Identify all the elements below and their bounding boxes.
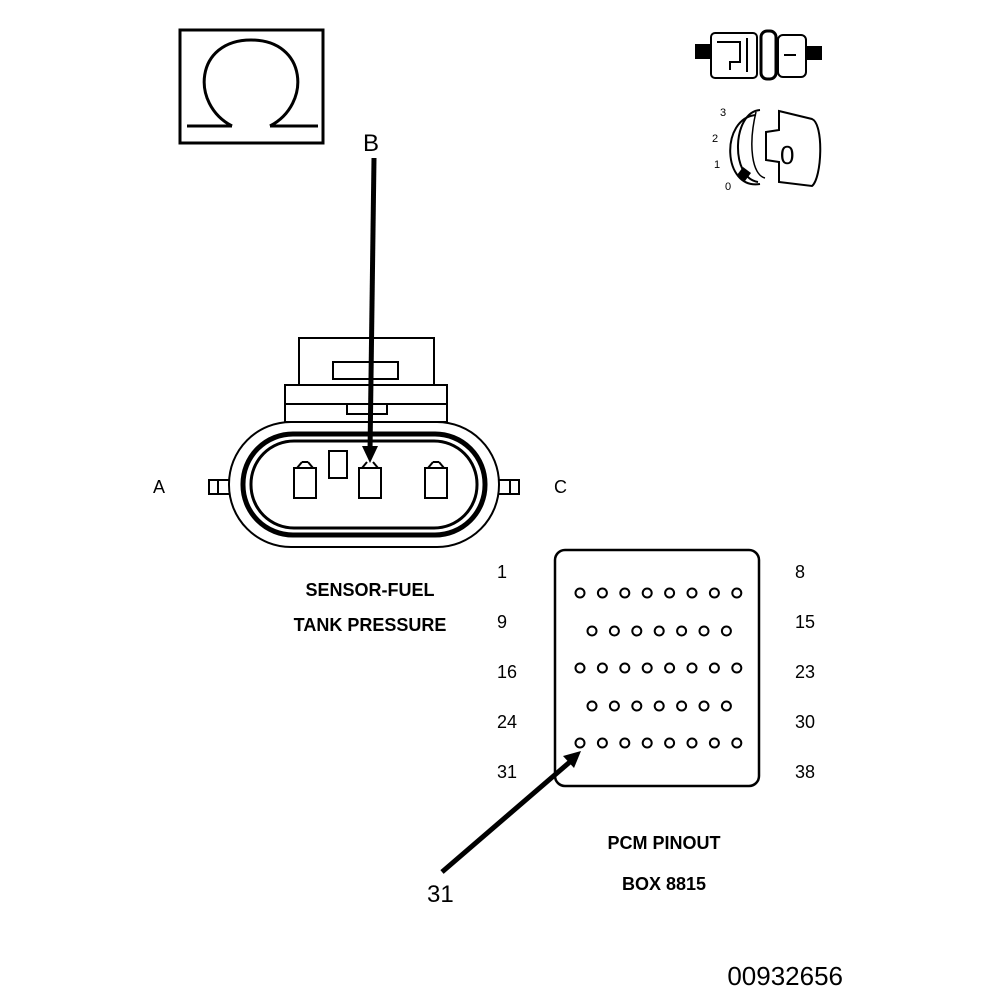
callout-31-arrowhead xyxy=(563,751,581,768)
pcm-pin xyxy=(574,737,586,749)
pcm-pin xyxy=(608,625,620,637)
pcm-pin xyxy=(574,662,586,674)
ignition-key-icon: 3 2 1 0 0 xyxy=(712,107,822,193)
pcm-pin xyxy=(641,662,653,674)
key-position-0: 0 xyxy=(725,181,731,193)
key-label: 0 xyxy=(780,140,794,170)
pcm-pin xyxy=(619,587,631,599)
pcm-pin xyxy=(619,662,631,674)
pcm-pin xyxy=(631,625,643,637)
ohmmeter-icon xyxy=(178,28,325,145)
callout-31-label: 31 xyxy=(427,881,454,908)
pcm-pin-grid xyxy=(574,587,743,749)
pcm-pin xyxy=(698,700,710,712)
pcm-pin xyxy=(731,737,743,749)
pcm-pin xyxy=(676,700,688,712)
pcm-pin xyxy=(664,662,676,674)
pcm-title-line2: BOX 8815 xyxy=(622,874,706,894)
terminal-a-label: A xyxy=(153,477,165,497)
pcm-pin xyxy=(586,625,598,637)
pcm-pin xyxy=(641,587,653,599)
pcm-row-start-label: 16 xyxy=(497,662,517,682)
pcm-row-end-label: 30 xyxy=(795,712,815,732)
terminal-a-cavity xyxy=(293,461,317,499)
pcm-row-end-label: 23 xyxy=(795,662,815,682)
figure-id: 00932656 xyxy=(727,961,843,991)
pcm-pin xyxy=(720,700,732,712)
pcm-pin xyxy=(664,737,676,749)
pcm-pin xyxy=(686,662,698,674)
pcm-pin xyxy=(664,587,676,599)
terminal-c-cavity xyxy=(424,461,448,499)
pcm-pin xyxy=(641,737,653,749)
pcm-pin xyxy=(619,737,631,749)
pcm-pin xyxy=(574,587,586,599)
pcm-pin xyxy=(708,587,720,599)
pcm-pin xyxy=(608,700,620,712)
pcm-row-end-label: 38 xyxy=(795,762,815,782)
callout-b: B xyxy=(362,130,379,463)
pcm-pin xyxy=(731,662,743,674)
callout-b-arrowhead xyxy=(362,446,378,463)
pcm-pin xyxy=(686,737,698,749)
pcm-pinout: 1 8 9 15 16 23 24 30 31 38 xyxy=(497,548,815,788)
pcm-row-end-label: 15 xyxy=(795,612,815,632)
pcm-pin xyxy=(653,625,665,637)
pcm-pin xyxy=(708,662,720,674)
pcm-pin xyxy=(596,662,608,674)
terminal-c-label: C xyxy=(554,477,567,497)
pcm-pin xyxy=(731,587,743,599)
pcm-row-start-label: 31 xyxy=(497,762,517,782)
pcm-pin xyxy=(653,700,665,712)
pcm-pin xyxy=(586,700,598,712)
pcm-pin xyxy=(720,625,732,637)
terminal-b-cavity xyxy=(358,461,382,499)
sensor-title-line2: TANK PRESSURE xyxy=(294,615,447,635)
key-position-2: 2 xyxy=(712,133,718,145)
pcm-pin xyxy=(596,587,608,599)
pcm-row-start-label: 24 xyxy=(497,712,517,732)
pcm-pin xyxy=(596,737,608,749)
pcm-row-labels: 1 8 9 15 16 23 24 30 31 38 xyxy=(497,562,815,782)
pcm-pin xyxy=(631,700,643,712)
callout-b-label: B xyxy=(363,130,379,157)
pcm-pin xyxy=(676,625,688,637)
key-position-3: 3 xyxy=(720,107,726,119)
pcm-pin xyxy=(686,587,698,599)
key-position-1: 1 xyxy=(714,159,720,171)
inline-connector-icon xyxy=(695,29,822,81)
callout-31: 31 xyxy=(427,751,581,908)
sensor-title-line1: SENSOR-FUEL xyxy=(305,580,434,600)
pcm-row-end-label: 8 xyxy=(795,562,805,582)
pcm-pin xyxy=(708,737,720,749)
pcm-pin xyxy=(698,625,710,637)
pcm-row-start-label: 1 xyxy=(497,562,507,582)
pcm-title-line1: PCM PINOUT xyxy=(607,833,720,853)
pcm-row-start-label: 9 xyxy=(497,612,507,632)
sensor-connector: A C xyxy=(153,337,567,548)
